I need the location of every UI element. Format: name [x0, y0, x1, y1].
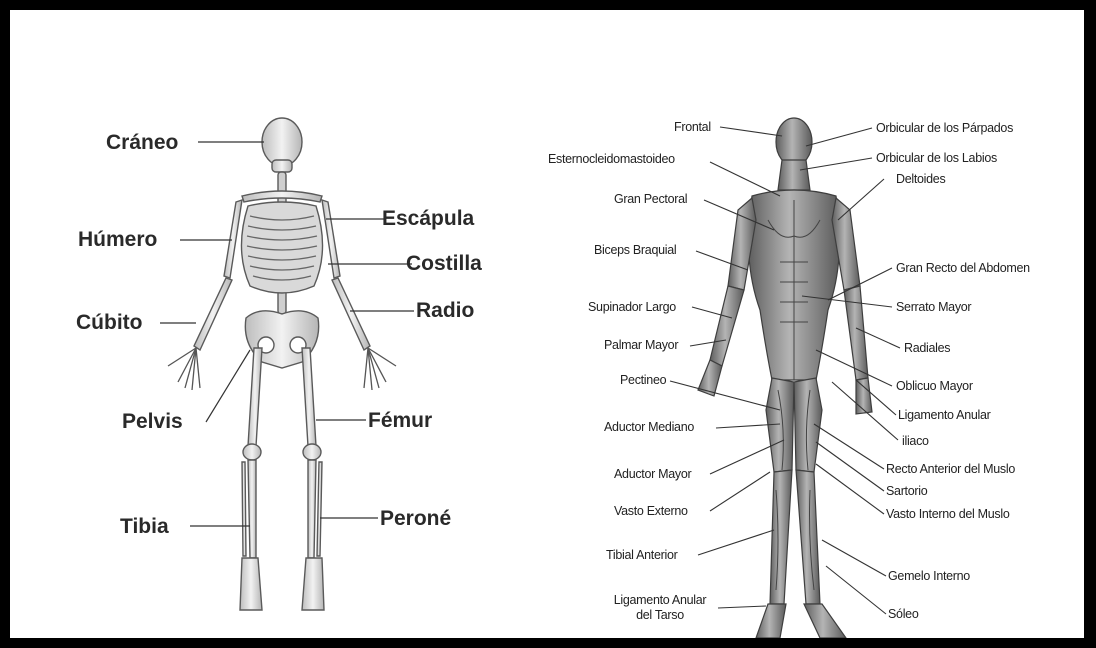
label-ligamento-anular: Ligamento Anular — [898, 408, 991, 423]
label-pectineo: Pectineo — [620, 373, 666, 388]
label-serrato-mayor: Serrato Mayor — [896, 300, 971, 315]
skeleton-figure — [168, 118, 396, 610]
label-vasto-interno-muslo: Vasto Interno del Muslo — [886, 507, 1010, 522]
label-sartorio: Sartorio — [886, 484, 927, 499]
arm-right-lower — [844, 286, 868, 380]
label-esternocleidomastoideo: Esternocleidomastoideo — [548, 152, 675, 167]
label-gran-pectoral: Gran Pectoral — [614, 192, 687, 207]
label-aductor-mediano: Aductor Mediano — [604, 420, 694, 435]
knee-right — [303, 444, 321, 460]
label-orbicular-labios: Orbicular de los Labios — [876, 151, 997, 166]
label-biceps-braquial: Biceps Braquial — [594, 243, 676, 258]
skull — [262, 118, 302, 166]
neck — [778, 160, 810, 190]
label-cubito: Cúbito — [76, 311, 142, 335]
label-ligamento-anular-tarso: Ligamento Anular del Tarso — [600, 593, 720, 623]
label-craneo: Cráneo — [106, 131, 178, 155]
fibula-right — [317, 462, 322, 556]
label-perone: Peroné — [380, 507, 451, 531]
label-palmar-mayor: Palmar Mayor — [604, 338, 678, 353]
jaw — [272, 160, 292, 172]
label-vasto-externo: Vasto Externo — [614, 504, 688, 519]
label-iliaco: iliaco — [902, 434, 929, 449]
label-tibia: Tibia — [120, 515, 169, 539]
label-femur: Fémur — [368, 409, 432, 433]
tibia-left — [248, 460, 256, 558]
hand-left — [698, 360, 722, 396]
foot-left — [240, 558, 262, 610]
label-deltoides: Deltoides — [896, 172, 945, 187]
label-tibial-anterior: Tibial Anterior — [606, 548, 677, 563]
label-aductor-mayor: Aductor Mayor — [614, 467, 691, 482]
label-escapula: Escápula — [382, 207, 474, 231]
thigh-right — [794, 378, 822, 472]
tibia-right — [308, 460, 316, 558]
label-radio: Radio — [416, 299, 474, 323]
label-oblicuo-mayor: Oblicuo Mayor — [896, 379, 973, 394]
label-humero: Húmero — [78, 228, 157, 252]
humerus-right — [322, 200, 340, 278]
hand-left — [168, 348, 200, 390]
head — [776, 118, 812, 166]
hand-right — [856, 378, 872, 414]
label-gemelo-interno: Gemelo Interno — [888, 569, 970, 584]
shin-right — [796, 470, 820, 604]
label-recto-anterior-muslo: Recto Anterior del Muslo — [886, 462, 1015, 477]
shin-left — [770, 470, 792, 604]
foot-right — [804, 604, 846, 638]
forearm-right — [332, 278, 370, 350]
femur-left — [248, 348, 262, 446]
label-supinador-largo: Supinador Largo — [588, 300, 676, 315]
label-orbicular-parpados: Orbicular de los Párpados — [876, 121, 1013, 136]
label-soleo: Sóleo — [888, 607, 918, 622]
label-pelvis: Pelvis — [122, 410, 183, 434]
fibula-left — [242, 462, 246, 556]
label-frontal: Frontal — [674, 120, 711, 135]
femur-right — [302, 348, 316, 446]
label-radiales: Radiales — [904, 341, 950, 356]
label-ligamento-anular-tarso-line2: del Tarso — [600, 608, 720, 623]
hand-right — [364, 348, 396, 390]
label-gran-recto-abdomen: Gran Recto del Abdomen — [896, 261, 1030, 276]
arm-left-lower — [710, 286, 744, 366]
foot-left — [756, 604, 786, 638]
foot-right — [302, 558, 324, 610]
forearm-left — [194, 278, 232, 350]
label-costilla: Costilla — [406, 252, 482, 276]
knee-left — [243, 444, 261, 460]
anatomy-illustrations — [10, 10, 1096, 648]
label-ligamento-anular-tarso-line1: Ligamento Anular — [600, 593, 720, 608]
muscle-figure — [698, 118, 872, 638]
humerus-left — [224, 200, 242, 278]
